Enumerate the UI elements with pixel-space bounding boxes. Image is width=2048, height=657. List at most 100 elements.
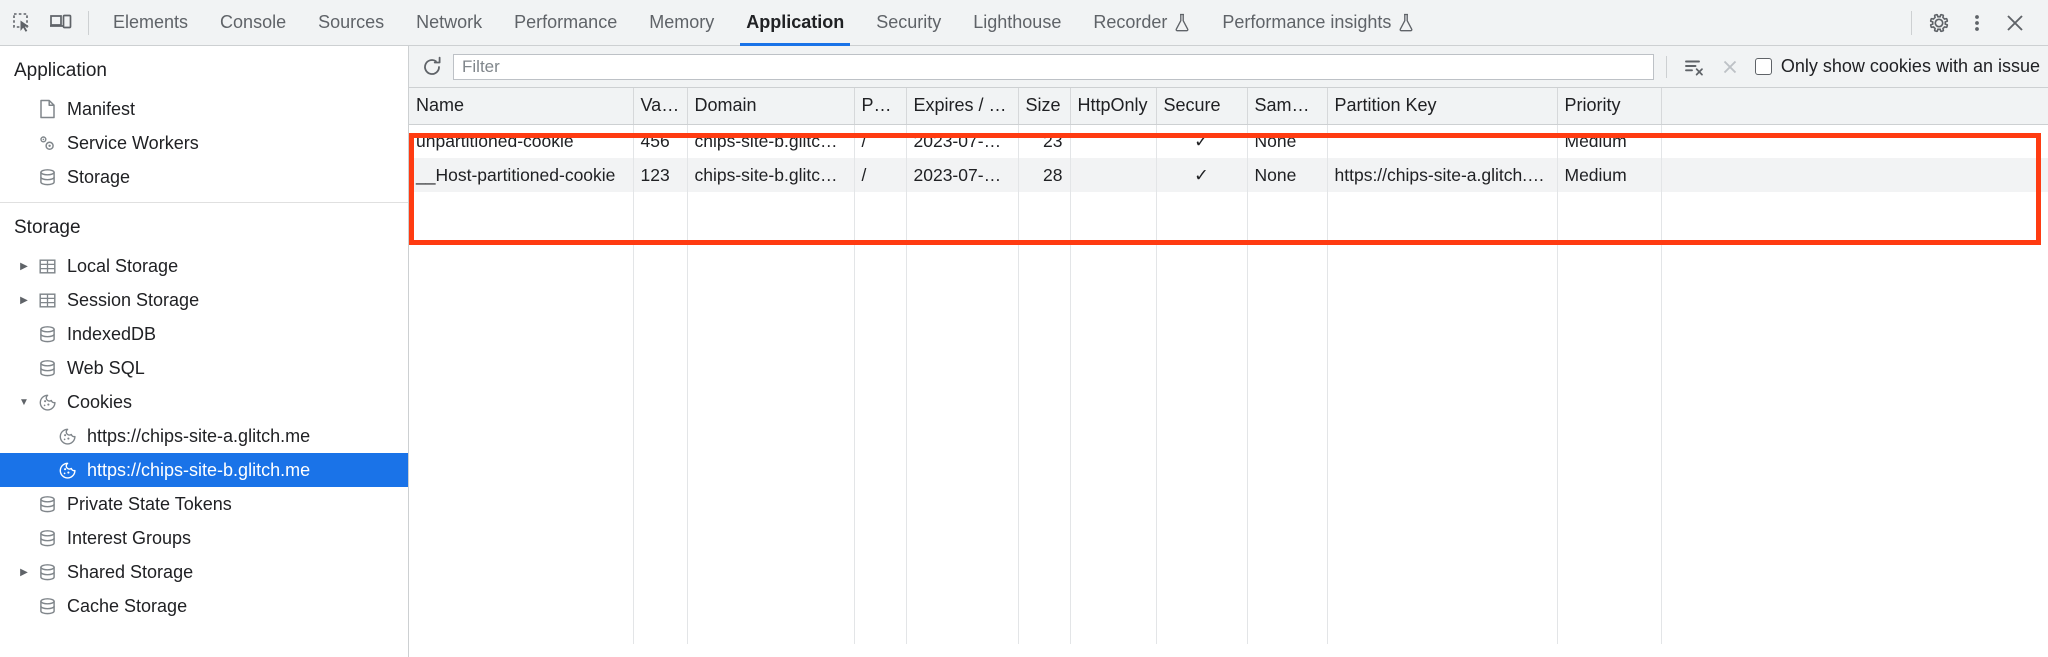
tab-performance[interactable]: Performance: [498, 0, 633, 46]
cell-partition-key: [1327, 124, 1558, 158]
chevron-right-icon[interactable]: ▶: [20, 294, 28, 306]
cookie-icon: [34, 393, 60, 412]
tab-security[interactable]: Security: [860, 0, 957, 46]
cell-priority: Medium: [1557, 158, 1662, 192]
sidebar-item-label: Storage: [67, 166, 131, 187]
cell-domain: chips-site-b.glitch.me: [687, 158, 855, 192]
sidebar-item-web-sql[interactable]: Web SQL: [0, 351, 408, 385]
chevron-right-icon[interactable]: ▶: [20, 260, 28, 272]
sidebar-item-label: Private State Tokens: [67, 493, 232, 514]
chevron-down-icon[interactable]: ▼: [19, 396, 29, 408]
inspect-element-icon[interactable]: [4, 4, 42, 42]
clear-all-cookies-icon[interactable]: [1679, 52, 1709, 82]
cell-domain: chips-site-b.glitch.me: [687, 124, 855, 158]
document-icon: [34, 99, 60, 119]
sidebar-section-title-application: Application: [14, 60, 107, 81]
application-sidebar: Application Manifest: [0, 46, 409, 657]
cell-filler: [1661, 124, 2048, 158]
toolbar-divider: [88, 10, 89, 35]
toolbar-divider: [1911, 10, 1912, 35]
sidebar-item-interest-groups[interactable]: Interest Groups: [0, 521, 408, 555]
tab-application[interactable]: Application: [730, 0, 860, 46]
sidebar-item-cookies-chips-site-b[interactable]: https://chips-site-b.glitch.me: [0, 453, 408, 487]
column-header-expires[interactable]: Expires / M…: [906, 88, 1019, 125]
tab-console[interactable]: Console: [204, 0, 302, 46]
cookies-table-body: unpartitioned-cookie 456 chips-site-b.gl…: [409, 124, 2048, 192]
filter-input[interactable]: [453, 53, 1654, 80]
sidebar-item-label: IndexedDB: [67, 323, 157, 344]
column-header-size[interactable]: Size: [1018, 88, 1071, 125]
checkbox-box[interactable]: [1754, 58, 1772, 75]
sidebar-item-cache-storage[interactable]: Cache Storage: [0, 589, 408, 623]
cookie-icon: [54, 461, 80, 480]
gear-icon[interactable]: [1920, 4, 1958, 42]
tab-memory-label: Memory: [649, 12, 715, 32]
sidebar-item-cookies[interactable]: ▼ Cookies: [0, 385, 408, 419]
column-header-partition-key[interactable]: Partition Key: [1327, 88, 1558, 125]
table-row[interactable]: __Host-partitioned-cookie 123 chips-site…: [409, 158, 2048, 192]
cell-samesite: None: [1247, 124, 1328, 158]
column-header-secure[interactable]: Secure: [1156, 88, 1248, 125]
clear-icon[interactable]: [1715, 52, 1745, 82]
column-header-samesite[interactable]: SameSite: [1247, 88, 1328, 125]
sidebar-item-label: Web SQL: [67, 357, 145, 378]
sidebar-item-shared-storage[interactable]: ▶ Shared Storage: [0, 555, 408, 589]
chevron-right-icon[interactable]: ▶: [20, 566, 28, 578]
table-row[interactable]: unpartitioned-cookie 456 chips-site-b.gl…: [409, 124, 2048, 158]
empty-cell: [1018, 192, 1071, 644]
cookies-toolbar: Only show cookies with an issue: [409, 46, 2048, 88]
sidebar-item-local-storage[interactable]: ▶ Local Storage: [0, 249, 408, 283]
database-icon: [34, 529, 60, 548]
sidebar-item-label: Cache Storage: [67, 595, 188, 616]
more-vertical-icon[interactable]: [1958, 4, 1996, 42]
column-header-priority[interactable]: Priority: [1557, 88, 1662, 125]
empty-cell: [1156, 192, 1248, 644]
sidebar-item-label: Session Storage: [67, 289, 200, 310]
tab-bar-right-controls: [1903, 4, 2044, 42]
tab-network[interactable]: Network: [400, 0, 498, 46]
close-icon[interactable]: [1996, 4, 2034, 42]
cell-httponly: [1070, 158, 1157, 192]
database-icon: [34, 563, 60, 582]
sidebar-item-label: Local Storage: [67, 255, 179, 276]
table-header-row: Name Value Domain Path Expires / M… Size…: [409, 88, 2048, 125]
sidebar-item-storage[interactable]: Storage: [0, 160, 408, 194]
column-header-filler: [1661, 88, 2048, 125]
column-header-domain[interactable]: Domain: [687, 88, 855, 125]
column-header-path[interactable]: Path: [854, 88, 907, 125]
sidebar-item-label: Shared Storage: [67, 561, 194, 582]
empty-cell: [687, 192, 855, 644]
tab-application-label: Application: [746, 12, 845, 32]
tab-elements[interactable]: Elements: [97, 0, 204, 46]
sidebar-item-private-state-tokens[interactable]: Private State Tokens: [0, 487, 408, 521]
only-show-issue-cookies-checkbox[interactable]: Only show cookies with an issue: [1751, 56, 2040, 77]
tab-memory[interactable]: Memory: [633, 0, 730, 46]
cookies-table-header: Name Value Domain Path Expires / M… Size…: [409, 88, 2048, 125]
tab-lighthouse[interactable]: Lighthouse: [957, 0, 1077, 46]
empty-cell: [1327, 192, 1558, 644]
experiment-flask-icon: [1398, 13, 1414, 32]
only-show-issue-cookies-label: Only show cookies with an issue: [1780, 56, 2040, 76]
tab-recorder[interactable]: Recorder: [1077, 0, 1206, 46]
cell-samesite: None: [1247, 158, 1328, 192]
tab-sources[interactable]: Sources: [302, 0, 400, 46]
refresh-icon[interactable]: [417, 52, 447, 82]
cell-value: 123: [633, 158, 688, 192]
sidebar-item-indexeddb[interactable]: IndexedDB: [0, 317, 408, 351]
sidebar-item-label: https://chips-site-b.glitch.me: [87, 459, 311, 480]
column-header-value[interactable]: Value: [633, 88, 688, 125]
cell-expires: 2023-07-07…: [906, 158, 1019, 192]
tab-performance-insights-label: Performance insights: [1222, 12, 1392, 32]
sidebar-item-manifest[interactable]: Manifest: [0, 92, 408, 126]
sidebar-item-service-workers[interactable]: Service Workers: [0, 126, 408, 160]
sidebar-item-cookies-chips-site-a[interactable]: https://chips-site-a.glitch.me: [0, 419, 408, 453]
device-toolbar-icon[interactable]: [42, 4, 80, 42]
cell-filler: [1661, 158, 2048, 192]
sidebar-item-session-storage[interactable]: ▶ Session Storage: [0, 283, 408, 317]
column-header-name[interactable]: Name: [409, 88, 634, 125]
column-header-httponly[interactable]: HttpOnly: [1070, 88, 1157, 125]
tab-performance-insights[interactable]: Performance insights: [1206, 0, 1430, 46]
empty-cell: [854, 192, 907, 644]
cell-path: /: [854, 158, 907, 192]
database-icon: [34, 168, 60, 187]
